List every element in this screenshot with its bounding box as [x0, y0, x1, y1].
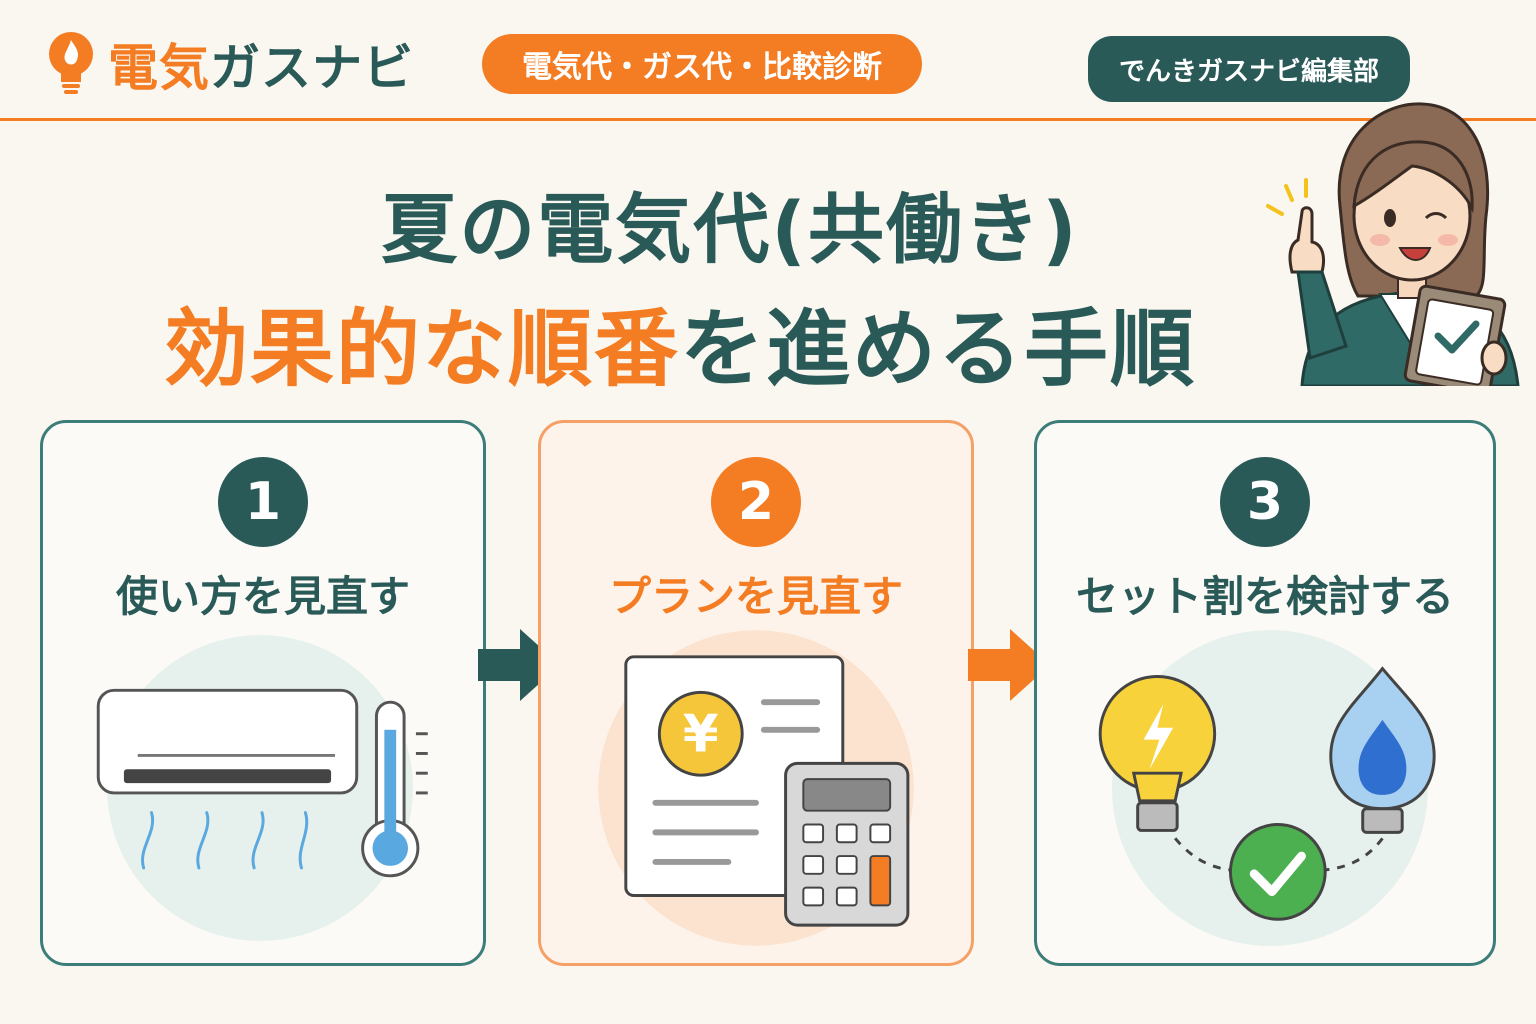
- site-logo[interactable]: 電気ガスナビ: [46, 28, 414, 100]
- step-label-3: セット割を検討する: [1075, 572, 1454, 621]
- lightbulb-flame-icon: [49, 32, 93, 94]
- header: 電気ガスナビ 電気代・ガス代・比較診断 でんきガスナビ編集部: [0, 0, 1536, 120]
- advisor-woman-illustration: [1266, 102, 1520, 386]
- logo-text-gasnavi: ガスナビ: [210, 39, 414, 97]
- yen-icon: ¥: [683, 705, 719, 765]
- step-number-1: 1: [218, 457, 308, 547]
- thermometer-icon: [361, 700, 428, 878]
- gas-flame-icon: [1329, 666, 1436, 834]
- plan-review-illustration: ¥: [598, 630, 914, 946]
- calculator-icon: [784, 761, 910, 927]
- page-title-line2: 効果的な順番を進める手順: [80, 282, 1280, 403]
- check-icon: [1228, 823, 1327, 921]
- title-highlight: 効果的な順番: [163, 300, 680, 398]
- step-card-3[interactable]: 3 セット割を検討する: [1034, 420, 1496, 966]
- logo-text: 電気ガスナビ: [108, 28, 414, 100]
- step-card-1[interactable]: 1 使い方を見直す: [40, 420, 486, 966]
- editor-badge[interactable]: でんきガスナビ編集部: [1088, 36, 1410, 102]
- air-conditioner-icon: [96, 688, 359, 870]
- category-tag[interactable]: 電気代・ガス代・比較診断: [482, 34, 922, 94]
- step-label-2: プランを見直す: [608, 572, 903, 621]
- step-label-1: 使い方を見直す: [115, 572, 410, 621]
- page-title-line1: 夏の電気代(共働き): [381, 185, 1079, 274]
- title-rest: を進める手順: [680, 300, 1197, 398]
- bundle-discount-illustration: [1098, 630, 1436, 946]
- logo-text-electric: 電気: [108, 39, 210, 97]
- arrow-right-icon: [968, 629, 1050, 701]
- lightbulb-icon: [1098, 674, 1217, 832]
- header-divider: [0, 118, 1536, 121]
- step-number-2: 2: [711, 457, 801, 547]
- step-card-2[interactable]: 2 プランを見直す ¥: [538, 420, 974, 966]
- air-conditioner-illustration: [96, 635, 428, 941]
- step-number-3: 3: [1220, 457, 1310, 547]
